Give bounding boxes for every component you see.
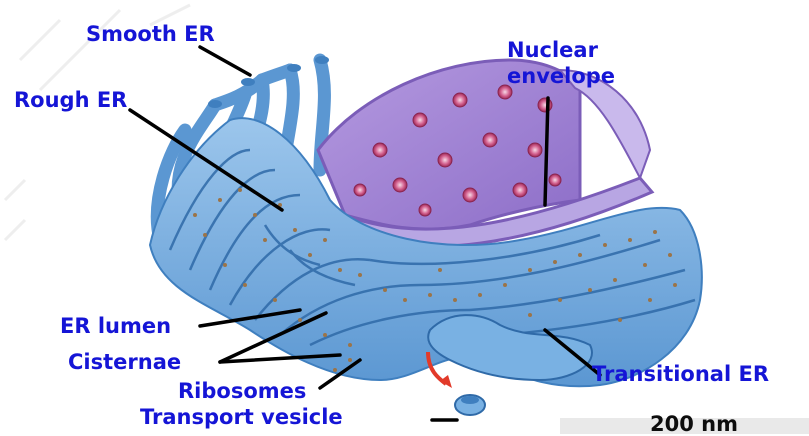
nuclear-envelope-label-line2: envelope xyxy=(507,64,615,88)
cisternae-label: Cisternae xyxy=(68,350,181,374)
transitional-er-label: Transitional ER xyxy=(592,362,769,386)
er-lumen-label: ER lumen xyxy=(60,314,171,338)
rough-er-label: Rough ER xyxy=(14,88,127,112)
transport-vesicle-label: Transport vesicle xyxy=(140,405,343,429)
vesicle-arrow-head xyxy=(440,375,452,388)
ribosomes-label: Ribosomes xyxy=(178,379,306,403)
transport-vesicle-opening xyxy=(461,396,479,404)
scale-bar-label: 200 nm xyxy=(650,412,738,436)
smooth-er-label: Smooth ER xyxy=(86,22,215,46)
nuclear-envelope-label-line1: Nuclear xyxy=(507,38,598,62)
